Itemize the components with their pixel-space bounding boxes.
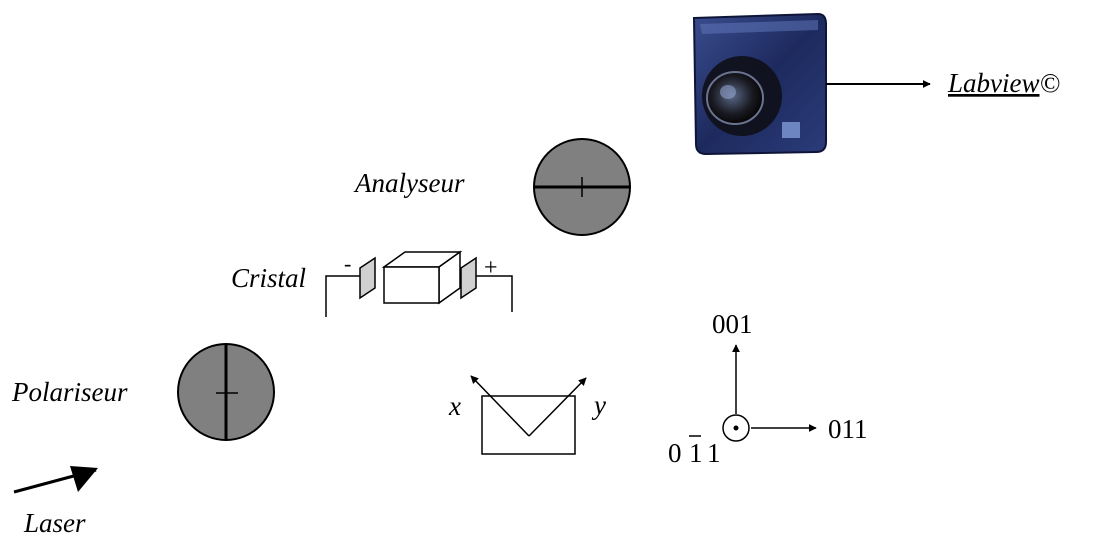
polarizer bbox=[177, 343, 275, 441]
crystal-block bbox=[381, 250, 463, 305]
y-axis-label: y bbox=[591, 390, 606, 420]
direction-0-1bar-1-right: 1 bbox=[707, 438, 721, 468]
crystal-directions bbox=[722, 344, 817, 442]
crystal-axes-box bbox=[470, 375, 587, 455]
right-electrode bbox=[460, 256, 477, 300]
x-axis-label: x bbox=[448, 391, 461, 421]
camera-icon bbox=[692, 12, 827, 156]
direction-011-label: 011 bbox=[828, 414, 868, 444]
direction-0-1bar-1-left: 0 bbox=[668, 438, 682, 468]
laser-arrow-icon bbox=[13, 466, 98, 494]
direction-0-1bar-1-bar: 1 bbox=[689, 438, 703, 468]
laser-label: Laser bbox=[23, 508, 86, 535]
analyseur-label: Analyseur bbox=[353, 168, 465, 198]
crystal-assembly bbox=[325, 250, 513, 317]
analyzer bbox=[533, 138, 631, 236]
direction-001-label: 001 bbox=[712, 309, 753, 339]
labview-label: Labview bbox=[947, 68, 1040, 98]
copyright-symbol: © bbox=[1040, 68, 1061, 98]
plus-sign: + bbox=[484, 255, 498, 281]
minus-sign: - bbox=[344, 251, 351, 276]
cristal-label: Cristal bbox=[231, 263, 306, 293]
left-electrode bbox=[359, 256, 376, 300]
polariseur-label: Polariseur bbox=[11, 377, 128, 407]
